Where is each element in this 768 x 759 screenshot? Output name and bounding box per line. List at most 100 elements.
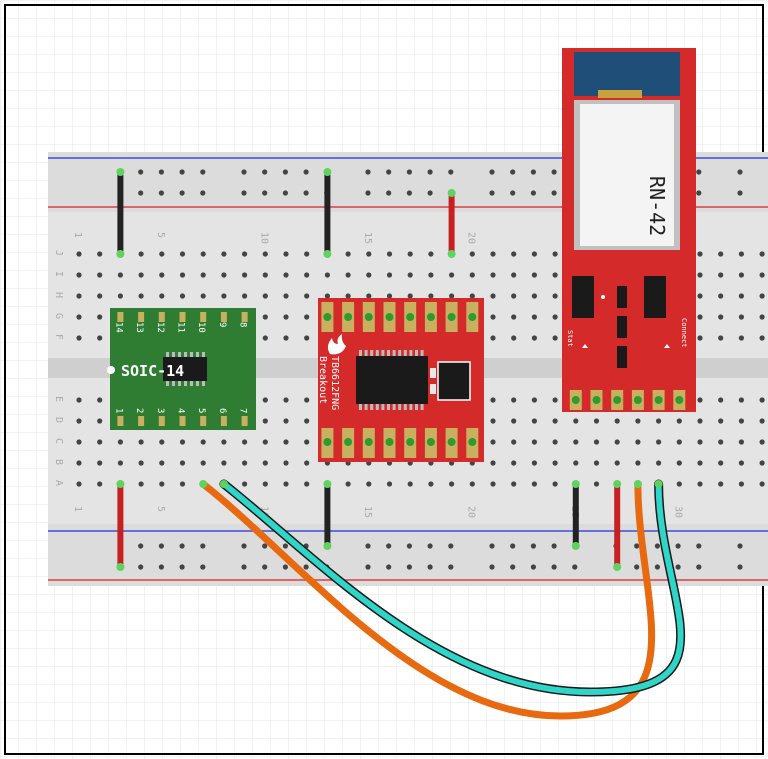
breadboard-hole[interactable] — [718, 481, 724, 487]
breadboard-hole[interactable] — [552, 481, 558, 487]
breadboard-hole[interactable] — [593, 481, 600, 487]
breadboard-hole[interactable] — [366, 272, 372, 278]
breadboard-hole[interactable] — [138, 439, 144, 445]
rail-hole[interactable] — [654, 564, 661, 570]
breadboard-hole[interactable] — [159, 293, 165, 299]
breadboard-hole[interactable] — [759, 439, 765, 445]
rail-hole[interactable] — [282, 564, 288, 570]
breadboard-hole[interactable] — [304, 439, 310, 445]
breadboard-hole[interactable] — [76, 293, 82, 299]
breadboard-hole[interactable] — [697, 439, 703, 445]
breadboard-hole[interactable] — [242, 460, 248, 466]
breadboard-hole[interactable] — [738, 481, 745, 487]
breadboard-hole[interactable] — [200, 293, 206, 299]
breadboard-hole[interactable] — [97, 418, 103, 424]
breadboard-hole[interactable] — [97, 251, 103, 257]
breadboard-hole[interactable] — [718, 272, 724, 278]
breadboard-hole[interactable] — [304, 335, 310, 341]
breadboard-hole[interactable] — [159, 460, 165, 466]
breadboard-hole[interactable] — [531, 481, 538, 487]
breadboard-hole[interactable] — [697, 460, 703, 466]
breadboard-hole[interactable] — [200, 439, 206, 445]
breadboard-hole[interactable] — [511, 481, 517, 487]
rail-hole[interactable] — [530, 543, 537, 549]
breadboard-hole[interactable] — [469, 293, 475, 299]
breadboard-hole[interactable] — [759, 251, 765, 257]
breadboard-hole[interactable] — [718, 439, 724, 445]
breadboard-hole[interactable] — [552, 314, 558, 320]
breadboard-hole[interactable] — [138, 481, 144, 487]
breadboard-hole[interactable] — [159, 481, 165, 487]
rail-hole[interactable] — [406, 564, 412, 570]
rail-hole[interactable] — [158, 169, 164, 175]
breadboard-hole[interactable] — [676, 481, 682, 487]
soic-pin-pad[interactable] — [241, 416, 248, 426]
breadboard-hole[interactable] — [138, 272, 144, 278]
rail-hole[interactable] — [365, 543, 371, 549]
breadboard-hole[interactable] — [97, 335, 103, 341]
soic-pin-pad[interactable] — [220, 416, 227, 426]
rail-hole[interactable] — [200, 169, 206, 175]
rail-hole[interactable] — [241, 543, 247, 549]
breadboard-hole[interactable] — [76, 418, 82, 424]
breadboard-hole[interactable] — [76, 439, 82, 445]
rail-hole[interactable] — [282, 190, 288, 196]
rail-hole[interactable] — [406, 169, 412, 175]
breadboard-hole[interactable] — [345, 251, 351, 257]
breadboard-hole[interactable] — [552, 251, 558, 257]
breadboard-hole[interactable] — [221, 460, 227, 466]
rail-hole[interactable] — [365, 190, 371, 196]
breadboard-hole[interactable] — [511, 314, 517, 320]
rail-hole[interactable] — [737, 169, 743, 175]
breadboard-hole[interactable] — [759, 418, 765, 424]
breadboard-hole[interactable] — [179, 481, 186, 487]
breadboard-hole[interactable] — [97, 397, 103, 403]
breadboard-hole[interactable] — [159, 251, 165, 257]
breadboard-hole[interactable] — [531, 397, 538, 403]
breadboard-hole[interactable] — [449, 481, 455, 487]
rail-hole[interactable] — [448, 564, 454, 570]
breadboard-hole[interactable] — [262, 460, 268, 466]
breadboard-hole[interactable] — [490, 460, 496, 466]
rail-hole[interactable] — [386, 190, 392, 196]
breadboard-hole[interactable] — [428, 481, 434, 487]
rail-hole[interactable] — [262, 564, 268, 570]
rail-hole[interactable] — [138, 169, 144, 175]
breadboard-hole[interactable] — [366, 481, 372, 487]
breadboard-hole[interactable] — [179, 460, 186, 466]
breadboard-hole[interactable] — [386, 251, 393, 257]
breadboard-hole[interactable] — [573, 439, 579, 445]
breadboard-hole[interactable] — [573, 418, 579, 424]
rail-hole[interactable] — [158, 543, 164, 549]
rail-hole[interactable] — [179, 190, 185, 196]
breadboard-hole[interactable] — [138, 293, 144, 299]
rail-hole[interactable] — [510, 169, 516, 175]
breadboard-hole[interactable] — [428, 293, 434, 299]
rail-hole[interactable] — [303, 564, 309, 570]
breadboard-hole[interactable] — [656, 460, 662, 466]
breadboard-hole[interactable] — [262, 418, 268, 424]
breadboard-hole[interactable] — [262, 251, 268, 257]
breadboard-hole[interactable] — [531, 439, 538, 445]
breadboard-hole[interactable] — [718, 460, 724, 466]
soic-pin-pad[interactable] — [158, 312, 165, 322]
breadboard-hole[interactable] — [262, 397, 268, 403]
rail-hole[interactable] — [696, 543, 702, 549]
breadboard-hole[interactable] — [76, 335, 82, 341]
breadboard-hole[interactable] — [759, 293, 765, 299]
breadboard-hole[interactable] — [511, 293, 517, 299]
breadboard-hole[interactable] — [304, 293, 310, 299]
breadboard-hole[interactable] — [76, 251, 82, 257]
breadboard-hole[interactable] — [366, 293, 372, 299]
rail-hole[interactable] — [138, 564, 144, 570]
breadboard-hole[interactable] — [304, 251, 310, 257]
breadboard-hole[interactable] — [407, 293, 413, 299]
breadboard-hole[interactable] — [283, 439, 289, 445]
rail-hole[interactable] — [696, 564, 702, 570]
breadboard-hole[interactable] — [490, 418, 496, 424]
rail-hole[interactable] — [365, 169, 371, 175]
breadboard-hole[interactable] — [718, 397, 724, 403]
breadboard-hole[interactable] — [718, 293, 724, 299]
soic-pin-pad[interactable] — [241, 312, 248, 322]
rail-hole[interactable] — [386, 543, 392, 549]
